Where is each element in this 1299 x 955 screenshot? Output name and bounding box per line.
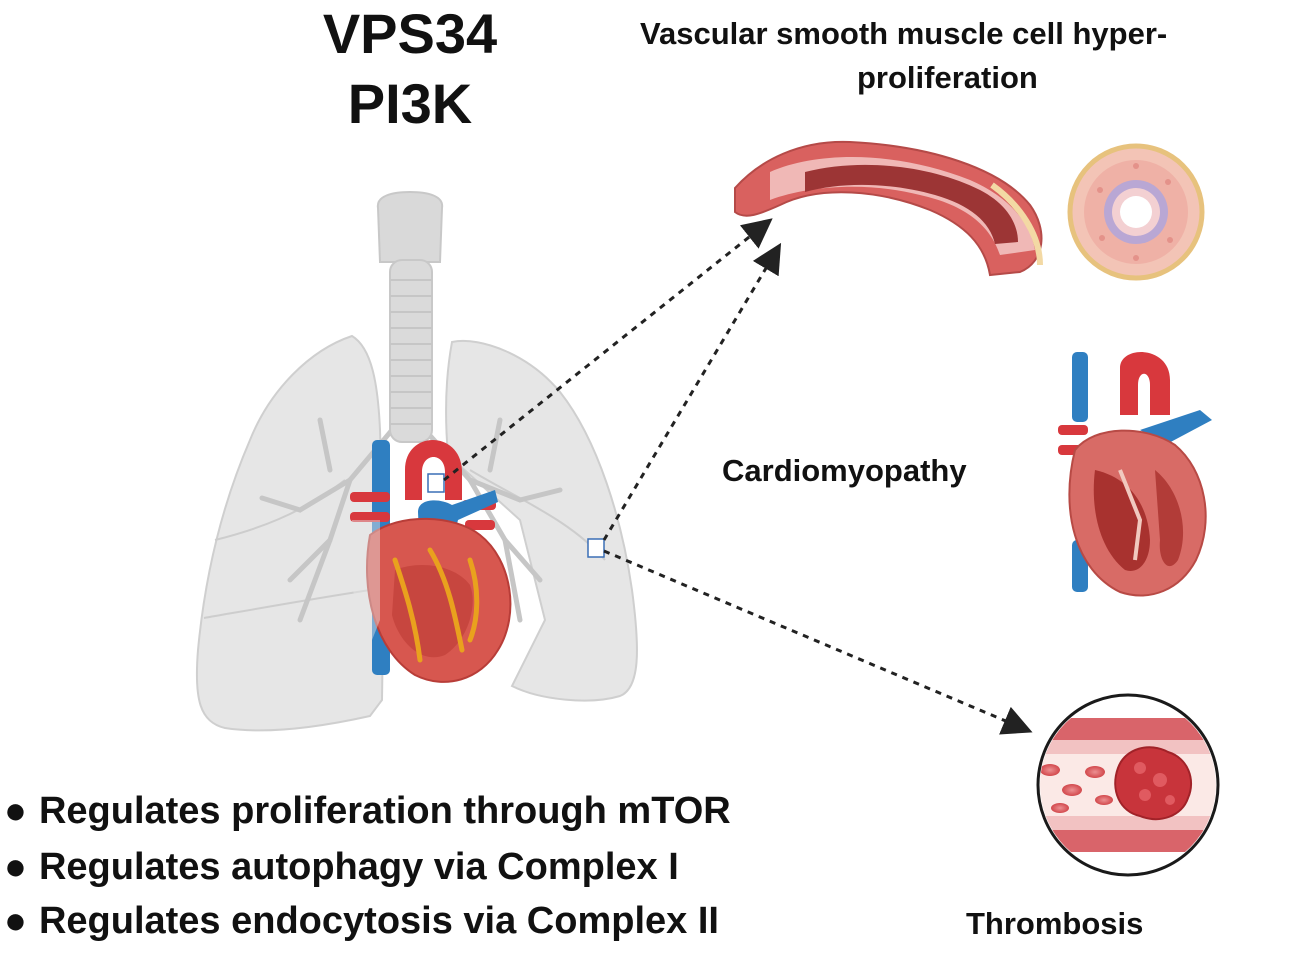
- bullet-item: ● Regulates proliferation through mTOR: [4, 792, 731, 830]
- heart-icon: [349, 440, 512, 683]
- title-pi3k: PI3K: [347, 72, 473, 135]
- bullet-text: Regulates endocytosis via Complex II: [38, 900, 719, 942]
- heart-marker-square: [427, 473, 445, 493]
- arrow-heart-to-artery: [443, 218, 773, 482]
- bullet-item: ● Regulates autophagy via Complex I: [4, 848, 679, 886]
- arrow-lung-to-artery: [602, 242, 782, 541]
- title-vps34: VPS34: [322, 2, 498, 65]
- label-thrombosis: Thrombosis: [966, 906, 1144, 941]
- artery-icon: [734, 140, 1043, 277]
- bullet-item: ● Regulates endocytosis via Complex II: [4, 902, 719, 940]
- bullet-text: Regulates proliferation through mTOR: [38, 790, 731, 832]
- label-cardiomyopathy: Cardiomyopathy: [722, 453, 967, 488]
- heart-section-icon: [1058, 352, 1212, 597]
- dashed-arrows: [443, 218, 1033, 735]
- trachea-icon: [376, 190, 444, 443]
- thrombus-icon: [1036, 693, 1220, 877]
- arrow-lung-to-thrombosis: [603, 549, 1033, 735]
- label-vascular-line2: proliferation: [857, 60, 1038, 95]
- artery-cross-section-icon: [1067, 143, 1205, 281]
- bullet-dot: ●: [4, 900, 27, 942]
- bullet-dot: ●: [4, 790, 27, 832]
- bullet-dot: ●: [4, 846, 27, 888]
- lung-marker-square: [587, 538, 605, 558]
- bullet-text: Regulates autophagy via Complex I: [38, 846, 679, 888]
- label-vascular-line1: Vascular smooth muscle cell hyper-: [640, 16, 1168, 51]
